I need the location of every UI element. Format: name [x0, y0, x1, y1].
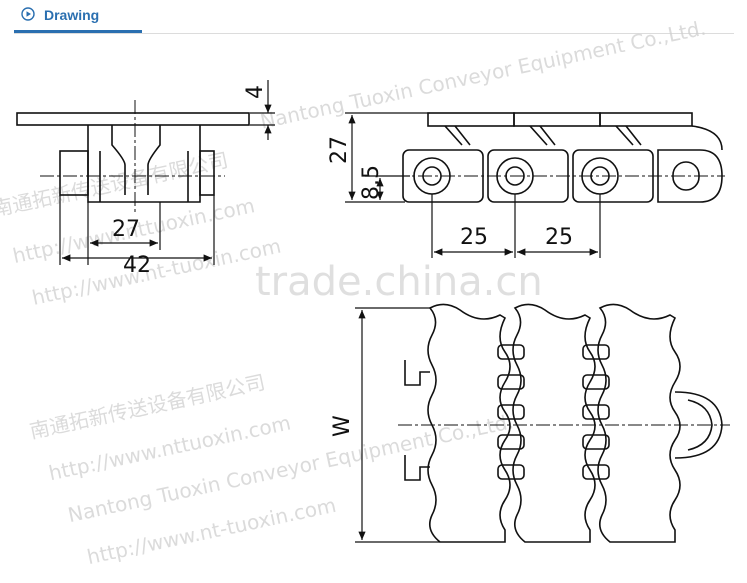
dim-thickness: 4	[243, 85, 268, 99]
section-title[interactable]: Drawing	[44, 7, 100, 23]
title-underline	[14, 30, 142, 33]
dim-belt-width: W	[330, 415, 355, 437]
dim-height: 27	[327, 136, 352, 164]
dim-pitch-left: 27	[112, 217, 140, 242]
dim-pitch-a: 25	[460, 225, 488, 250]
front-view-dimensions	[345, 112, 601, 258]
watermark-en-company: Nantong Tuoxin Conveyor Equipment Co.,Lt…	[258, 16, 708, 134]
front-view	[395, 112, 725, 203]
section-header: Drawing	[0, 0, 747, 34]
dim-pin-height: 8.5	[359, 165, 384, 200]
top-view	[398, 303, 730, 543]
watermark-brand: trade.china.cn	[255, 259, 543, 305]
dim-pitch-b: 25	[545, 225, 573, 250]
dim-width-overall: 42	[123, 253, 151, 278]
play-circle-icon	[21, 7, 35, 21]
header-divider	[14, 33, 734, 34]
side-view-dimensions	[59, 80, 275, 265]
side-view	[16, 100, 250, 215]
top-view-dimensions	[355, 307, 440, 543]
